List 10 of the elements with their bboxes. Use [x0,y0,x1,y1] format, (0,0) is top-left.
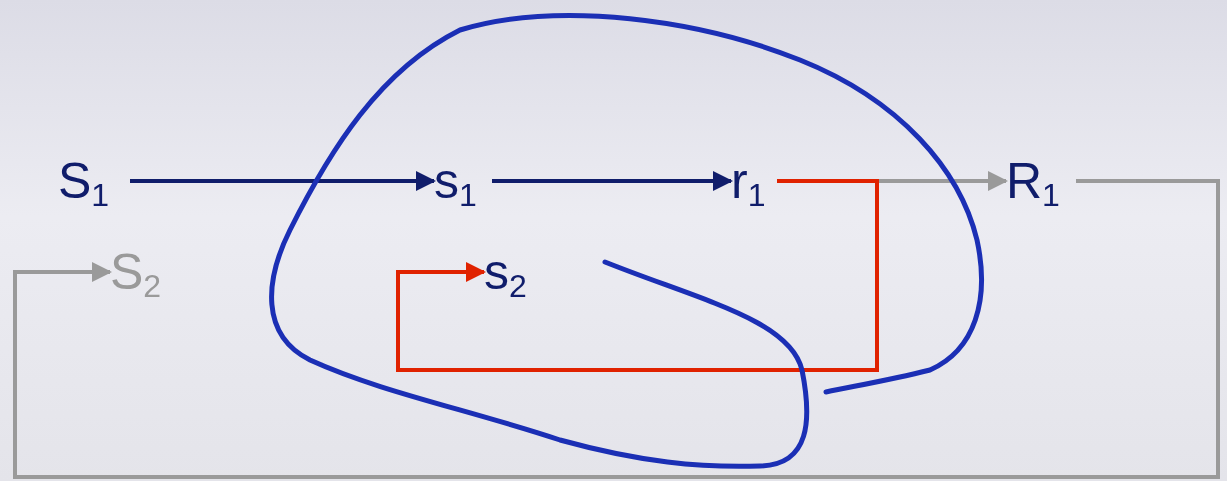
state-label: r$_{1}$ [731,153,777,209]
arrow [492,171,733,191]
state-label: S$_{1}$ [58,153,130,209]
arrow [396,179,879,372]
arrow [13,179,1220,479]
arrow [130,171,436,191]
state-label: s$_{1}$ [434,153,492,209]
state-label: S$_{2}$ [110,244,180,300]
state-label: s$_{2}$ [484,244,542,300]
state-label: R$_{1}$ [1006,153,1076,209]
